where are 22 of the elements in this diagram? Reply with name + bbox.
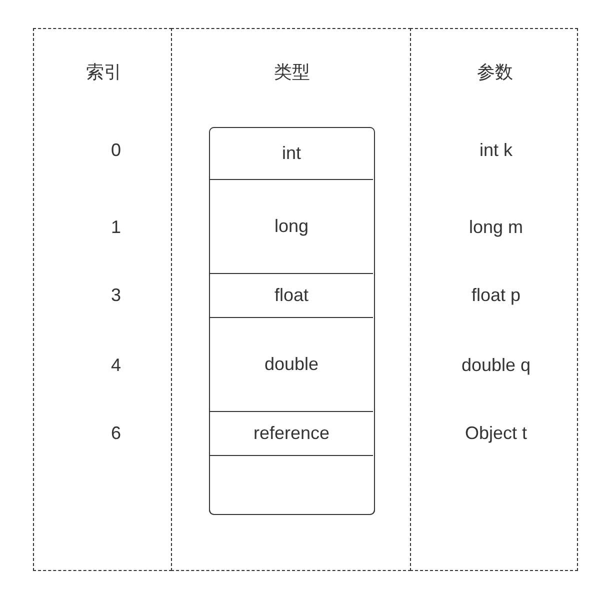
column-heading: 类型 — [274, 62, 310, 84]
index-number: 1 — [111, 217, 121, 239]
dashed-column — [33, 28, 172, 571]
column-heading: 索引 — [86, 62, 122, 84]
table-cell: long — [210, 180, 373, 274]
index-number: 4 — [111, 355, 121, 377]
dashed-column — [410, 28, 578, 571]
parameter-text: long m — [468, 217, 524, 239]
table-cell: int — [210, 128, 373, 180]
stack-box — [209, 127, 375, 515]
column-heading: 参数 — [477, 62, 513, 84]
parameter-text: float p — [471, 285, 521, 307]
index-number: 6 — [111, 423, 121, 445]
parameter-text: Object t — [464, 423, 528, 445]
parameter-text: double q — [461, 355, 531, 377]
table-cell: double — [210, 318, 373, 412]
dashed-column — [171, 28, 411, 571]
index-number: 3 — [111, 285, 121, 307]
table-cell: float — [210, 274, 373, 318]
parameter-text: int k — [480, 140, 512, 162]
index-number: 0 — [111, 140, 121, 162]
table-cell: reference — [210, 412, 373, 456]
